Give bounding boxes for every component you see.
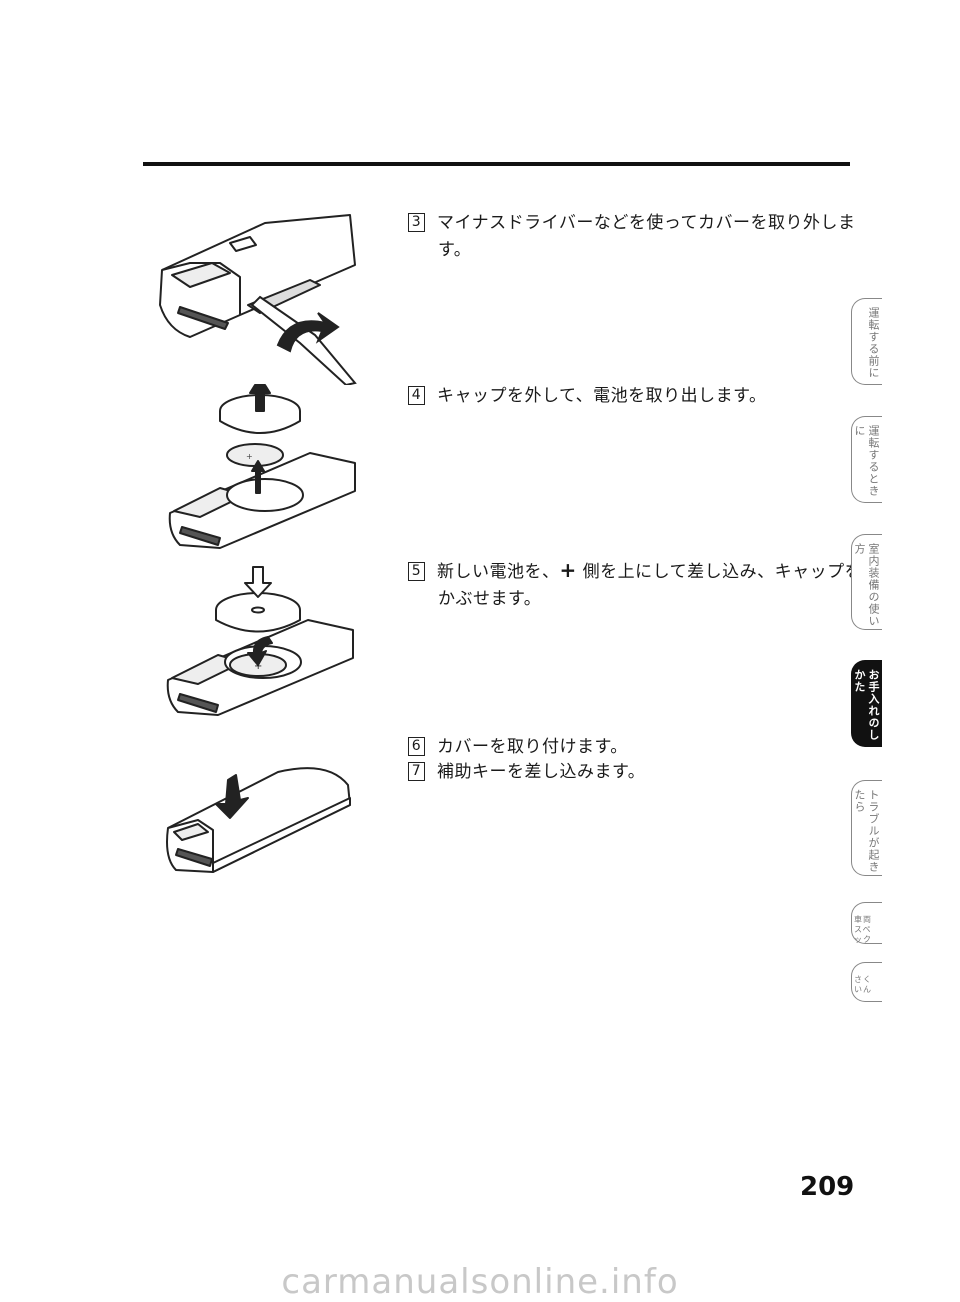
- step-number: 7: [408, 762, 425, 781]
- svg-text:+: +: [254, 661, 262, 672]
- step-number: 6: [408, 737, 425, 756]
- step-number: 5: [408, 562, 425, 581]
- attach-cover-illustration: [166, 767, 351, 873]
- page-number: 209: [800, 1172, 855, 1202]
- tab-label: 運転するときに: [853, 425, 880, 497]
- tab-troubleshooting[interactable]: トラブルが起きたら: [851, 780, 882, 876]
- step-text: マイナスドライバーなどを使ってカバーを取り外しま: [437, 213, 856, 233]
- step-3: 3 マイナスドライバーなどを使ってカバーを取り外しま す。: [408, 210, 855, 264]
- step-7: 7 補助キーを差し込みます。: [408, 759, 645, 786]
- tab-maintenance[interactable]: お手入れのしかた: [851, 660, 882, 747]
- tab-label: 室内装備の使い方: [853, 543, 880, 627]
- step-4: 4 キャップを外して、電池を取り出します。: [408, 383, 766, 410]
- tab-before-driving[interactable]: 運転する前に: [851, 298, 882, 385]
- step-6: 6 カバーを取り付けます。: [408, 734, 628, 761]
- step-text: カバーを取り付けます。: [437, 737, 628, 757]
- tab-label: 運転する前に: [867, 307, 880, 379]
- tab-label: トラブルが起きたら: [853, 789, 880, 873]
- tab-label: さくいん: [854, 975, 872, 994]
- watermark: carmanualsonline.info: [281, 1262, 679, 1302]
- step-text: キャップを外して、電池を取り出します。: [437, 386, 767, 406]
- tab-interior-equipment[interactable]: 室内装備の使い方: [851, 534, 882, 630]
- tab-while-driving[interactable]: 運転するときに: [851, 416, 882, 503]
- step-text-cont: かぶせます。: [438, 589, 542, 609]
- svg-text:+: +: [246, 452, 253, 461]
- step-text: 新しい電池を、: [437, 562, 560, 582]
- tab-index[interactable]: さくいん: [851, 962, 882, 1002]
- step-number: 4: [408, 386, 425, 405]
- tab-label: 車両スペック: [854, 915, 872, 944]
- step-text: 補助キーを差し込みます。: [437, 762, 646, 782]
- tab-vehicle-specs[interactable]: 車両スペック: [851, 902, 882, 944]
- step-text: 側を上にして差し込み、キャップを: [576, 562, 863, 582]
- tab-label: お手入れのしかた: [853, 669, 880, 741]
- header-rule: [143, 162, 850, 166]
- remove-battery-illustration: +: [168, 384, 356, 549]
- plus-icon: +: [559, 558, 577, 582]
- step-number: 3: [408, 213, 425, 232]
- insert-battery-illustration: +: [166, 566, 354, 716]
- step-text-cont: す。: [438, 240, 472, 260]
- remove-cover-illustration: [159, 214, 357, 385]
- step-5: 5 新しい電池を、+ 側を上にして差し込み、キャップを かぶせます。: [408, 557, 862, 613]
